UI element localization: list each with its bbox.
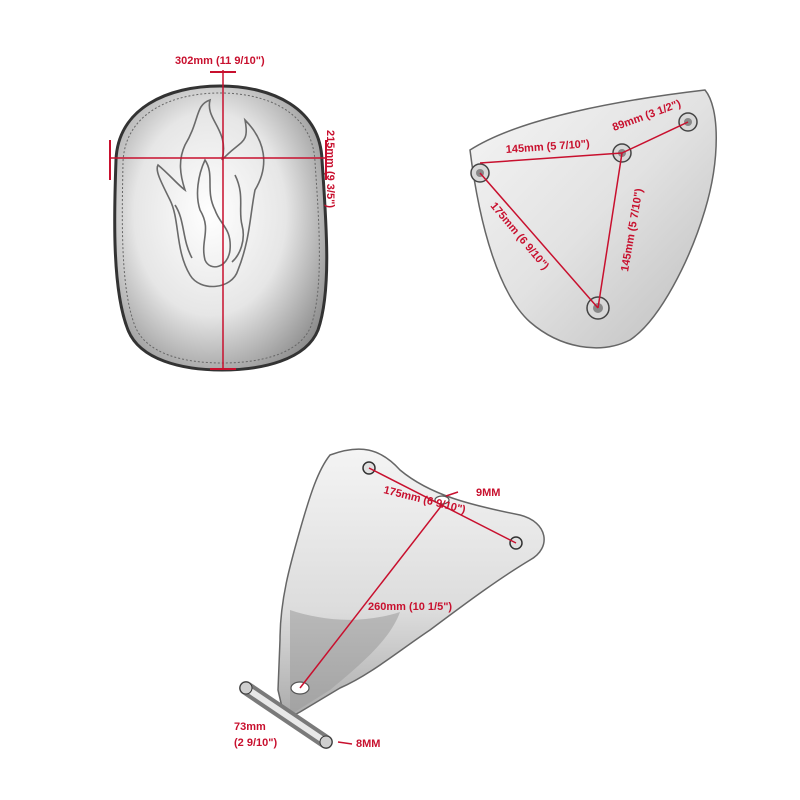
bracket-top-bolts	[362, 461, 523, 550]
bracket-top-hole-label: 9MM	[476, 487, 500, 499]
spring-bracket-view: 175mm (6 9/10") 9MM 260mm (10 1/5") 73mm…	[234, 448, 545, 750]
bracket-bottom-hole-label: 8MM	[356, 738, 380, 750]
seat-width-dimension	[109, 140, 327, 180]
seat-length-dimension	[210, 70, 236, 370]
seat-body	[113, 84, 329, 372]
bracket-dimension-lines	[299, 467, 517, 745]
seat-width-label: 302mm (11 9/10")	[175, 55, 265, 67]
base-plate-body	[469, 89, 717, 349]
base-plate-view: 145mm (5 7/10") 89mm (3 1/2") 175mm (6 9…	[469, 89, 717, 349]
bracket-bottom-width-line2: (2 9/10")	[234, 737, 277, 749]
bracket-slot	[434, 495, 450, 505]
plate-dimension-lines	[479, 121, 689, 309]
plate-edge-label: 145mm (5 7/10")	[505, 138, 590, 156]
seat-view: 302mm (11 9/10") 215mm (9 3/5")	[109, 55, 336, 372]
bolt-top-right	[678, 112, 698, 132]
hinge-rod	[239, 681, 333, 749]
seat-length-label: 215mm (9 3/5")	[324, 130, 336, 208]
bracket-length-label: 260mm (10 1/5")	[368, 601, 452, 613]
seat-stitching	[121, 92, 320, 364]
bracket-bend-shadow	[290, 610, 400, 715]
bracket-bottom-width-line1: 73mm	[234, 721, 266, 733]
